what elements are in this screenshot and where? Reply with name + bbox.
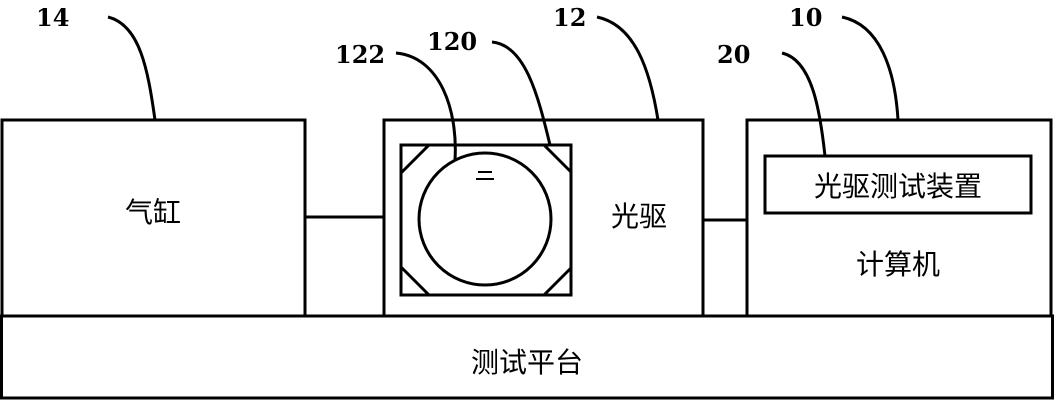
tray-corner-bottom-right bbox=[542, 266, 573, 297]
disc-circle bbox=[417, 151, 553, 287]
ref-number-122: 122 bbox=[335, 40, 385, 69]
tray-corner-top-right bbox=[542, 143, 573, 174]
test-platform-box bbox=[0, 314, 1054, 400]
ref-number-120: 120 bbox=[427, 27, 477, 56]
optical-drive-label: 光驱 bbox=[611, 200, 667, 233]
tray-corner-bottom-left bbox=[399, 265, 431, 297]
leader-line-14 bbox=[107, 15, 157, 121]
cylinder-label: 气缸 bbox=[125, 196, 181, 229]
leader-line-10 bbox=[841, 15, 900, 121]
computer-label: 计算机 bbox=[856, 248, 940, 281]
leader-line-20 bbox=[781, 51, 827, 157]
leader-line-122 bbox=[395, 51, 457, 161]
ref-number-10: 10 bbox=[789, 3, 822, 32]
ref-number-12: 12 bbox=[553, 3, 586, 32]
leader-line-120 bbox=[491, 40, 552, 146]
tray-corner-top-left bbox=[399, 143, 431, 175]
test-device-label: 光驱测试装置 bbox=[814, 170, 982, 203]
leader-line-12 bbox=[596, 15, 660, 121]
ref-number-14: 14 bbox=[36, 3, 69, 32]
computer-box bbox=[745, 118, 1053, 318]
test-device-box bbox=[763, 154, 1033, 215]
ref-number-20: 20 bbox=[717, 40, 750, 69]
cylinder-box bbox=[0, 118, 307, 318]
test-platform-label: 测试平台 bbox=[471, 346, 583, 379]
